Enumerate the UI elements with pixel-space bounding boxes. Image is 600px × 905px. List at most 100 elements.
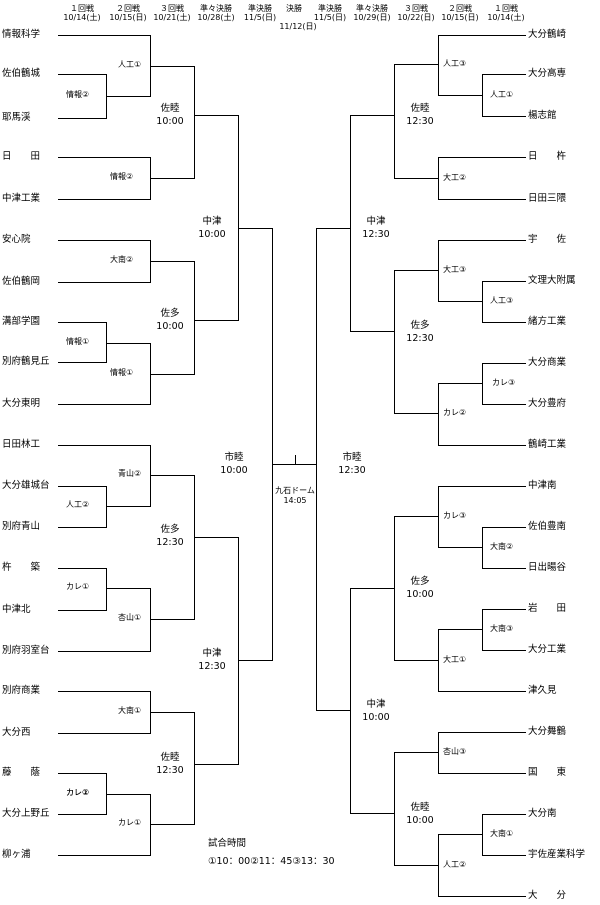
round-name: 決勝 <box>286 4 302 13</box>
team-name: 日 田 <box>2 151 41 162</box>
match-label: カレ③ <box>492 378 516 387</box>
match-label: 人工③ <box>443 59 467 68</box>
round-name: ３回戦 <box>160 4 184 13</box>
match-label: カレ② <box>443 408 467 417</box>
match-venue: 市睦 <box>224 452 244 463</box>
match-time: 10:00 <box>156 116 184 127</box>
match-venue: 中津 <box>202 648 222 659</box>
match-label: 大南① <box>490 829 514 838</box>
team-name: 宇佐産業科学 <box>528 849 586 860</box>
team-name: 佐伯鶴城 <box>2 68 41 79</box>
round-date: 10/22(日) <box>397 13 435 22</box>
team-name: 大分鶴崎 <box>528 29 567 40</box>
team-name: 鶴崎工業 <box>528 439 567 450</box>
round-name: 準々決勝 <box>200 4 232 13</box>
match-venue: 佐多 <box>160 524 180 535</box>
team-name: 大分商業 <box>528 357 567 368</box>
team-name: 安心院 <box>2 234 31 245</box>
match-venue: 市睦 <box>342 452 362 463</box>
team-name: 柳ヶ浦 <box>2 849 31 860</box>
match-time: 10:00 <box>220 465 248 476</box>
match-time: 12:30 <box>338 465 366 476</box>
team-name: 大 分 <box>528 890 567 901</box>
match-venue: 佐睦 <box>410 103 430 114</box>
round-name: ２回戦 <box>448 4 472 13</box>
team-name: 大分上野丘 <box>2 808 50 819</box>
round-date: 10/29(日) <box>353 13 391 22</box>
team-name: 日田三隈 <box>528 193 567 204</box>
team-name: 藤 蔭 <box>2 767 41 778</box>
team-name: 情報科学 <box>2 29 41 40</box>
team-name: 日田林工 <box>2 439 41 450</box>
team-name: 溝部学園 <box>2 316 41 327</box>
match-time: 10:00 <box>406 589 434 600</box>
team-name: 別府商業 <box>2 685 41 696</box>
match-venue: 佐多 <box>160 308 180 319</box>
team-name: 佐伯鶴岡 <box>2 276 41 287</box>
match-label: 杏山③ <box>443 747 467 756</box>
match-label: 杏山① <box>118 613 142 622</box>
match-time: 12:30 <box>156 765 184 776</box>
team-name: 中津北 <box>2 604 31 615</box>
match-label: 情報② <box>110 172 134 181</box>
match-label: 人工① <box>118 60 142 69</box>
match-label: 人工② <box>443 860 467 869</box>
match-time: 10:00 <box>406 815 434 826</box>
team-name: 耶馬渓 <box>2 112 31 123</box>
final-venue-name: 九石ドーム <box>275 486 315 495</box>
match-label: 人工③ <box>490 296 514 305</box>
team-name: 宇 佐 <box>528 234 567 245</box>
round-date: 10/14(土) <box>63 13 101 22</box>
team-name: 中津工業 <box>2 193 41 204</box>
match-label: カレ① <box>66 788 90 797</box>
round-date: 10/15(日) <box>109 13 147 22</box>
round-date: 10/15(日) <box>441 13 479 22</box>
match-label: 大南② <box>490 542 514 551</box>
match-time: 10:00 <box>362 712 390 723</box>
round-date: 11/12(日) <box>279 22 317 31</box>
match-label: 大工② <box>443 173 467 182</box>
match-time: 12:30 <box>198 661 226 672</box>
team-name: 別府鶴見丘 <box>2 356 50 367</box>
match-venue: 中津 <box>202 216 222 227</box>
round-name: ２回戦 <box>116 4 140 13</box>
match-venue: 佐睦 <box>410 802 430 813</box>
match-label: カレ③ <box>443 511 467 520</box>
match-label: 情報① <box>66 337 90 346</box>
round-name: １回戦 <box>494 4 518 13</box>
match-venue: 佐睦 <box>160 752 180 763</box>
final-time: 14:05 <box>283 496 307 505</box>
final-venue: 九石ドーム 14:05 <box>270 486 320 506</box>
team-name: 大分南 <box>528 808 557 819</box>
final-line <box>295 455 296 465</box>
schedule-times: ①10：00②11：45③13：30 <box>208 856 335 867</box>
match-label: 情報① <box>110 368 134 377</box>
round-name: １回戦 <box>70 4 94 13</box>
team-name: 大分舞鶴 <box>528 726 567 737</box>
team-name: 日出暘谷 <box>528 562 567 573</box>
match-time: 10:00 <box>156 321 184 332</box>
round-name: ３回戦 <box>404 4 428 13</box>
team-name: 別府青山 <box>2 521 41 532</box>
round-name: 準々決勝 <box>356 4 388 13</box>
team-name: 佐伯豊南 <box>528 521 567 532</box>
match-label: 大南① <box>118 706 142 715</box>
round-date: 11/5(日) <box>313 13 347 22</box>
match-venue: 佐睦 <box>160 103 180 114</box>
team-name: 大分豊府 <box>528 398 567 409</box>
match-venue: 佐多 <box>410 320 430 331</box>
team-name: 中津南 <box>528 480 557 491</box>
team-name: 文理大附属 <box>528 275 576 286</box>
match-label: 大工① <box>443 655 467 664</box>
match-time: 12:30 <box>156 537 184 548</box>
round-date: 11/5(日) <box>243 13 277 22</box>
match-label: 情報② <box>66 90 90 99</box>
team-name: 大分西 <box>2 727 31 738</box>
team-name: 別府羽室台 <box>2 645 50 656</box>
match-time: 10:00 <box>198 229 226 240</box>
match-venue: 中津 <box>366 216 386 227</box>
round-date: 10/28(土) <box>197 13 235 22</box>
team-name: 杵 築 <box>2 562 41 573</box>
match-label: 大南② <box>110 255 134 264</box>
